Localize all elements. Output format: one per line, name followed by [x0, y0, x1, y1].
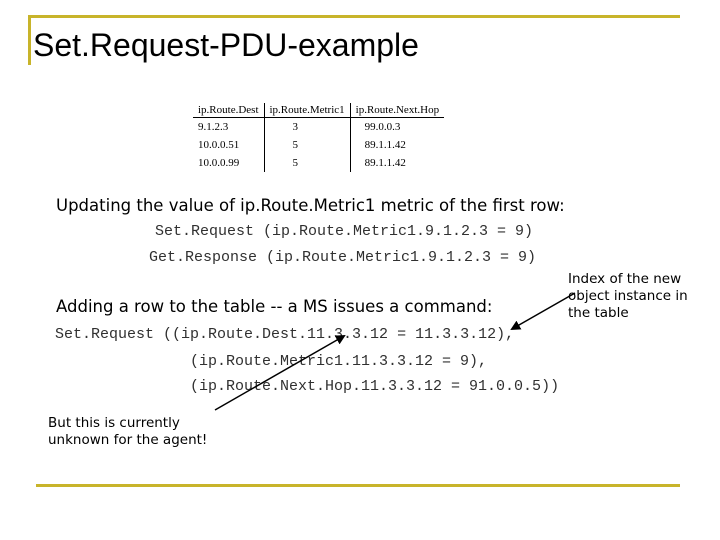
update-heading: Updating the value of ip.Route.Metric1 m…	[56, 196, 565, 215]
unknown-arrow	[214, 335, 346, 411]
instance-index: 11.3.3.12	[361, 378, 443, 395]
command-text: = 9),	[433, 353, 488, 370]
callout-line: object instance in	[568, 288, 688, 304]
command-text: Set.Request ((ip.Route.Dest.	[55, 326, 308, 343]
index-arrow	[510, 292, 576, 330]
table-cell: 89.1.1.42	[349, 136, 445, 154]
table-row: 10.0.0.99 5 89.1.1.42	[193, 154, 445, 172]
callout-line: the table	[568, 305, 629, 321]
table-cell: 9.1.2.3	[198, 121, 229, 133]
bottom-rule	[36, 484, 680, 487]
table-header-row: ip.Route.Dest ip.Route.Metric1 ip.Route.…	[193, 103, 445, 118]
command-text: (ip.Route.Metric1.	[190, 353, 353, 370]
callout-line: unknown for the agent!	[48, 432, 208, 448]
get-response-line: Get.Response (ip.Route.Metric1.9.1.2.3 =…	[149, 249, 537, 266]
command-text: = 11.3.3.12),	[388, 326, 515, 343]
command-text: = 91.0.0.5))	[442, 378, 560, 395]
unknown-callout: But this is currently unknown for the ag…	[48, 415, 207, 449]
table-cell: 5	[263, 154, 351, 172]
add-row-heading: Adding a row to the table -- a MS issues…	[56, 297, 493, 316]
title-accent-bar	[28, 15, 31, 65]
command-line-1: Set.Request ((ip.Route.Dest.11.3.3.12 = …	[55, 326, 514, 343]
column-header: ip.Route.Next.Hop	[349, 103, 445, 118]
command-line-3: (ip.Route.Next.Hop.11.3.3.12 = 91.0.0.5)…	[190, 378, 559, 395]
index-callout: Index of the new object instance in the …	[568, 271, 688, 322]
instance-index: 11.3.3.12	[307, 326, 389, 343]
callout-line: But this is currently	[48, 415, 180, 431]
command-line-2: (ip.Route.Metric1.11.3.3.12 = 9),	[190, 353, 487, 370]
table-cell: 3	[263, 117, 351, 136]
table-cell: 10.0.0.99	[198, 157, 240, 169]
table-cell: 99.0.0.3	[349, 117, 445, 136]
table-row: 9.1.2.3 3 99.0.0.3	[193, 117, 445, 136]
command-text: (ip.Route.Next.Hop.	[190, 378, 362, 395]
column-header: ip.Route.Metric1	[263, 103, 351, 118]
slide-title: Set.Request-PDU-example	[33, 27, 419, 63]
column-header: ip.Route.Dest	[193, 103, 264, 118]
callout-line: Index of the new	[568, 271, 682, 287]
table-cell: 10.0.0.51	[198, 139, 240, 151]
top-rule	[28, 15, 680, 18]
instance-index: 11.3.3.12	[352, 353, 434, 370]
table-cell: 5	[263, 136, 351, 154]
routing-table: ip.Route.Dest ip.Route.Metric1 ip.Route.…	[193, 103, 445, 172]
table-cell: 89.1.1.42	[349, 154, 445, 172]
table-row: 10.0.0.51 5 89.1.1.42	[193, 136, 445, 154]
set-request-line: Set.Request (ip.Route.Metric1.9.1.2.3 = …	[155, 223, 534, 240]
